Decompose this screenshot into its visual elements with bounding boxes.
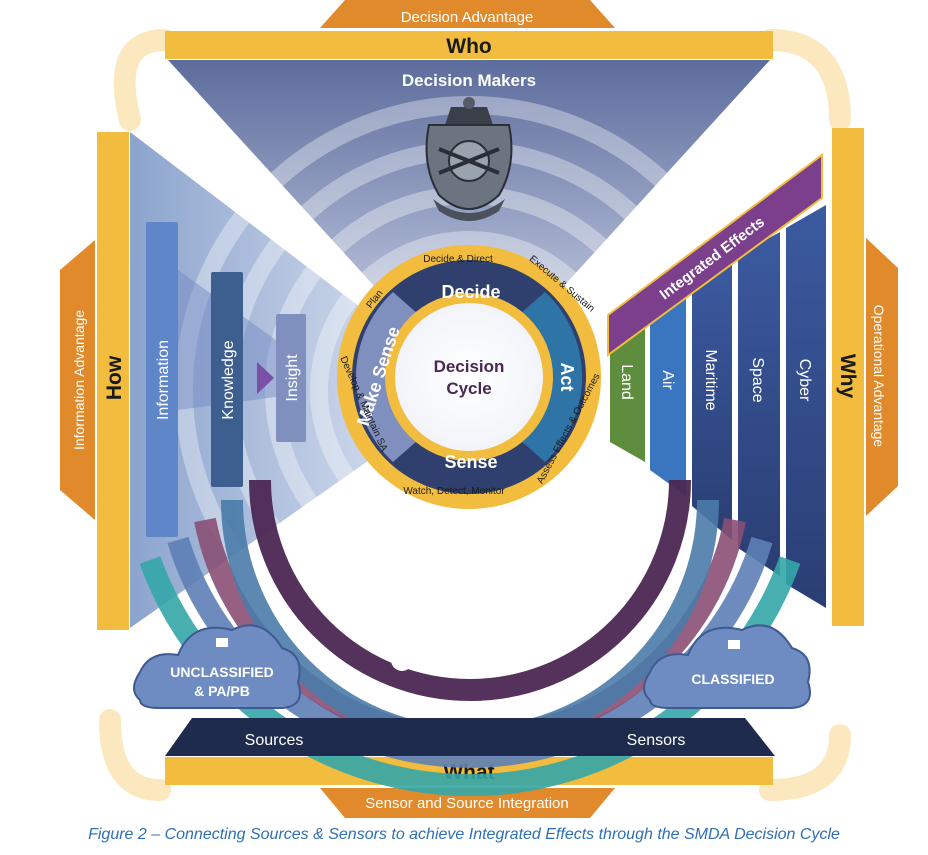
segment-label-act: Act (557, 362, 577, 391)
data-icon (391, 649, 413, 671)
decision-advantage-banner (320, 0, 615, 28)
information-block (146, 222, 178, 537)
unclassified-cloud: UNCLASSIFIED & PA/PB (133, 624, 301, 709)
insight-block (276, 314, 306, 442)
cycle-center-line1: Decision (434, 357, 505, 376)
classified-cloud: CLASSIFIED (643, 624, 811, 709)
integrated-effects-band (607, 153, 823, 357)
technology-icon (391, 691, 413, 713)
unclassified-label-2: & PA/PB (194, 683, 250, 699)
domain-bar-space (738, 232, 780, 576)
sources-sensors-platform (165, 718, 775, 756)
decision-cycle (337, 245, 601, 509)
who-bar (165, 31, 773, 59)
insight-label: Insight (284, 354, 301, 402)
domain-label-maritime: Maritime (702, 349, 719, 410)
structures-label: Structures (426, 615, 506, 632)
segment-label-decide: Decide (441, 282, 500, 302)
information-label: Information (155, 340, 172, 420)
enabler-structures: Structures (391, 605, 506, 632)
domain-label-cyber: Cyber (796, 359, 813, 402)
outer-cycle-arrows (99, 29, 851, 801)
who-label: Who (446, 35, 491, 58)
domain-label-air: Air (659, 370, 676, 390)
decision-makers-triangle (168, 60, 770, 390)
information-advantage-text: Information Advantage (71, 310, 87, 450)
ring-label-decide-direct: Decide & Direct (423, 254, 493, 265)
domain-bar-maritime (692, 258, 732, 540)
decision-advantage-text: Decision Advantage (401, 9, 534, 26)
why-label: Why (836, 354, 859, 399)
knowledge-block (211, 272, 243, 487)
domain-bar-air (650, 282, 686, 496)
lock-icon (216, 638, 228, 647)
people-label: People (442, 532, 495, 549)
sensors-label: Sensors (627, 732, 686, 749)
knowledge-label: Knowledge (220, 340, 237, 419)
crest-emblem (425, 97, 513, 221)
technology-label: Technology (426, 699, 515, 716)
structures-icon (391, 605, 413, 627)
diagram-canvas: Decision Advantage Who What Sensor and S… (60, 0, 898, 818)
domain-bar-cyber (786, 205, 826, 608)
unclassified-label-1: UNCLASSIFIED (170, 664, 273, 680)
sensor-source-text: Sensor and Source Integration (365, 795, 568, 812)
operational-advantage-text: Operational Advantage (871, 305, 887, 448)
processes-label: Processes (426, 573, 506, 590)
enabler-data: Data (391, 649, 483, 674)
data-label: Data (448, 657, 483, 674)
information-advantage-banner (60, 240, 95, 520)
domain-label-space: Space (749, 357, 766, 402)
figure-caption: Figure 2 – Connecting Sources & Sensors … (88, 826, 840, 843)
arc-people (249, 479, 691, 701)
sensor-source-banner (320, 788, 615, 818)
enabler-people: People (391, 521, 495, 549)
enabler-processes: Processes (391, 562, 506, 590)
segment-label-sense: Sense (444, 452, 497, 472)
how-label: How (103, 355, 126, 400)
operational-advantage-banner (866, 238, 898, 516)
why-bar (832, 128, 864, 626)
lock-icon (728, 640, 740, 649)
sources-label: Sources (245, 732, 304, 749)
processes-icon (391, 562, 413, 584)
ring-label-watch-detect: Watch, Detect, Monitor (403, 486, 505, 497)
decision-makers-label: Decision Makers (402, 71, 536, 90)
how-bar (97, 132, 129, 630)
insight-arrow (257, 362, 274, 394)
cycle-center-line2: Cycle (446, 379, 491, 398)
enabler-technology: Technology (391, 691, 515, 716)
domain-label-land: Land (618, 364, 635, 400)
classified-label: CLASSIFIED (691, 671, 774, 687)
people-icon (391, 521, 413, 543)
